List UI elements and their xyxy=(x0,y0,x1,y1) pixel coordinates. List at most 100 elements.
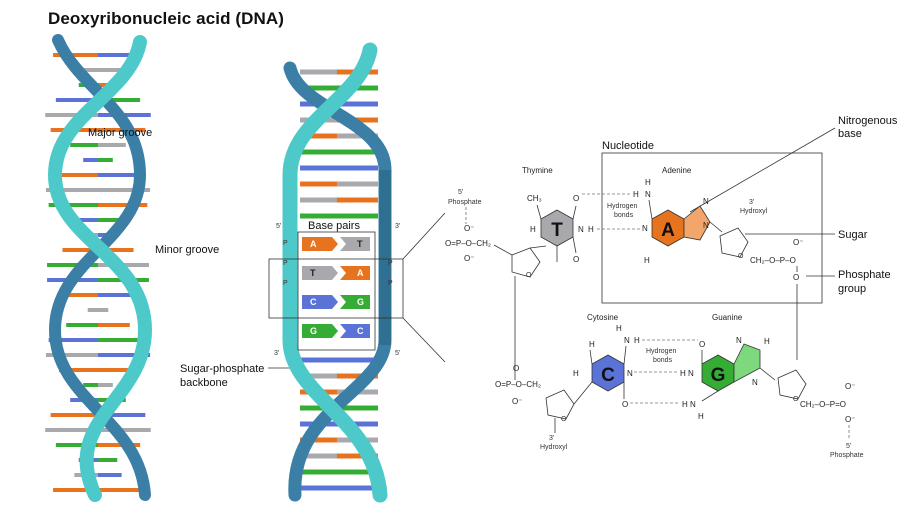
guanine-letter: G xyxy=(711,365,726,386)
zoom-line-bottom xyxy=(402,317,446,363)
svg-text:O: O xyxy=(526,272,532,279)
phosphate-bottom-right: CH₂–O–P=O xyxy=(800,400,846,409)
bottom-five-prime: 5' xyxy=(846,443,851,450)
zoom-line-top xyxy=(402,212,446,260)
cytosine-letter: C xyxy=(601,365,615,386)
sugar-adenine: O xyxy=(719,227,749,260)
zoom-region-box xyxy=(268,258,404,319)
adenine-h-top2: H xyxy=(633,190,639,199)
cytosine-label: Cytosine xyxy=(587,313,619,322)
phosphate-p-2: P xyxy=(283,260,288,267)
nucleotide-label: Nucleotide xyxy=(602,140,654,152)
middle-helix xyxy=(282,42,392,503)
top-phosphate-label: Phosphate xyxy=(448,199,482,206)
adenine-ring-2 xyxy=(683,205,711,241)
svg-text:H: H xyxy=(616,324,622,333)
base-pairs-label: Base pairs xyxy=(308,220,360,232)
base-letter-right: T xyxy=(357,239,363,249)
thymine-h: H xyxy=(588,225,594,234)
thymine-ch3: CH₃ xyxy=(527,194,542,203)
adenine-label: Adenine xyxy=(662,166,692,175)
sugar-label: Sugar xyxy=(838,229,868,241)
svg-text:N: N xyxy=(736,336,742,345)
five-prime-label-left: 5' xyxy=(276,223,281,230)
hbond-ta-label-line1: Hydrogen xyxy=(607,203,637,210)
phosphate-group-label-line1: Phosphate xyxy=(838,269,891,281)
sugar-cytosine: O xyxy=(545,381,593,423)
base-pill-left xyxy=(302,266,338,280)
base-letter-right: C xyxy=(357,326,364,336)
svg-text:H: H xyxy=(680,369,686,378)
adenine-n-right2: N xyxy=(703,221,709,230)
phosphate-p-5: P xyxy=(388,280,393,287)
bottom-phosphate-label: Phosphate xyxy=(830,452,864,459)
backbone-label-line2: backbone xyxy=(180,377,228,389)
major-groove-label: Major groove xyxy=(88,127,152,139)
adenine-three-prime: 3' xyxy=(749,199,754,206)
svg-text:O: O xyxy=(513,364,519,373)
guanine-molecule: G O N H H N H H N N xyxy=(680,336,776,421)
svg-text:O⁻: O⁻ xyxy=(464,254,474,263)
svg-text:O: O xyxy=(793,396,799,403)
base-letter-right: A xyxy=(357,268,364,278)
bottom-three-prime: 3' xyxy=(549,435,554,442)
middle-front-left-strand xyxy=(282,42,388,503)
phosphate-p-4: P xyxy=(388,260,393,267)
svg-text:H: H xyxy=(573,369,579,378)
thymine-letter: T xyxy=(551,220,563,241)
thymine-h-left: H xyxy=(530,225,536,234)
sugar-thymine: O xyxy=(493,244,547,279)
svg-text:N: N xyxy=(752,378,758,387)
svg-text:N: N xyxy=(627,369,633,378)
hbond-ta-label-line2: bonds xyxy=(614,212,634,219)
svg-text:O: O xyxy=(561,416,567,423)
minor-groove-label: Minor groove xyxy=(155,244,219,256)
hbond-cg-label-line1: Hydrogen xyxy=(646,348,676,355)
svg-text:O: O xyxy=(793,273,799,282)
svg-text:N: N xyxy=(688,369,694,378)
adenine-n-left: N xyxy=(642,224,648,233)
base-pill-left xyxy=(302,237,338,251)
phosphate-p-3: P xyxy=(283,280,288,287)
svg-text:O: O xyxy=(622,400,628,409)
base-pill-right xyxy=(340,237,370,251)
svg-text:H: H xyxy=(764,337,770,346)
svg-text:O: O xyxy=(738,253,744,260)
adenine-phosphate-chain: CH₂–O–P–O xyxy=(750,256,796,265)
left-helix xyxy=(45,34,153,502)
svg-text:O⁻: O⁻ xyxy=(845,382,855,391)
guanine-label: Guanine xyxy=(712,313,743,322)
bottom-hydroxyl: Hydroxyl xyxy=(540,444,568,451)
thymine-label: Thymine xyxy=(522,166,553,175)
base-pill-right xyxy=(340,324,370,338)
adenine-hydroxyl: Hydroxyl xyxy=(740,208,768,215)
svg-text:O⁻: O⁻ xyxy=(793,238,803,247)
adenine-letter: A xyxy=(661,220,675,241)
hbond-cg-label-line2: bonds xyxy=(653,357,673,364)
backbone-label-line1: Sugar-phosphate xyxy=(180,363,264,375)
svg-text:N: N xyxy=(690,400,696,409)
three-prime-label-right: 3' xyxy=(395,223,400,230)
svg-text:H: H xyxy=(589,340,595,349)
adenine-h-bottom: H xyxy=(644,256,650,265)
base-pill-right xyxy=(340,266,370,280)
thymine-molecule: T CH₃ O N H O H xyxy=(527,194,594,264)
base-letter-left: T xyxy=(310,268,316,278)
nucleotide-box xyxy=(601,152,823,304)
page-title: Deoxyribonucleic acid (DNA) xyxy=(48,9,285,28)
three-prime-label-left: 3' xyxy=(274,350,279,357)
base-letter-left: G xyxy=(310,326,317,336)
base-letter-right: G xyxy=(357,297,364,307)
svg-text:O⁻: O⁻ xyxy=(845,415,855,424)
base-pill-left xyxy=(302,324,338,338)
cytosine-molecule: C H N H H H N O xyxy=(573,324,640,409)
five-prime-label-right: 5' xyxy=(395,350,400,357)
base-letter-left: C xyxy=(310,297,317,307)
base-pill-right xyxy=(340,295,370,309)
nitrogenous-base-label-line2: base xyxy=(838,128,862,140)
